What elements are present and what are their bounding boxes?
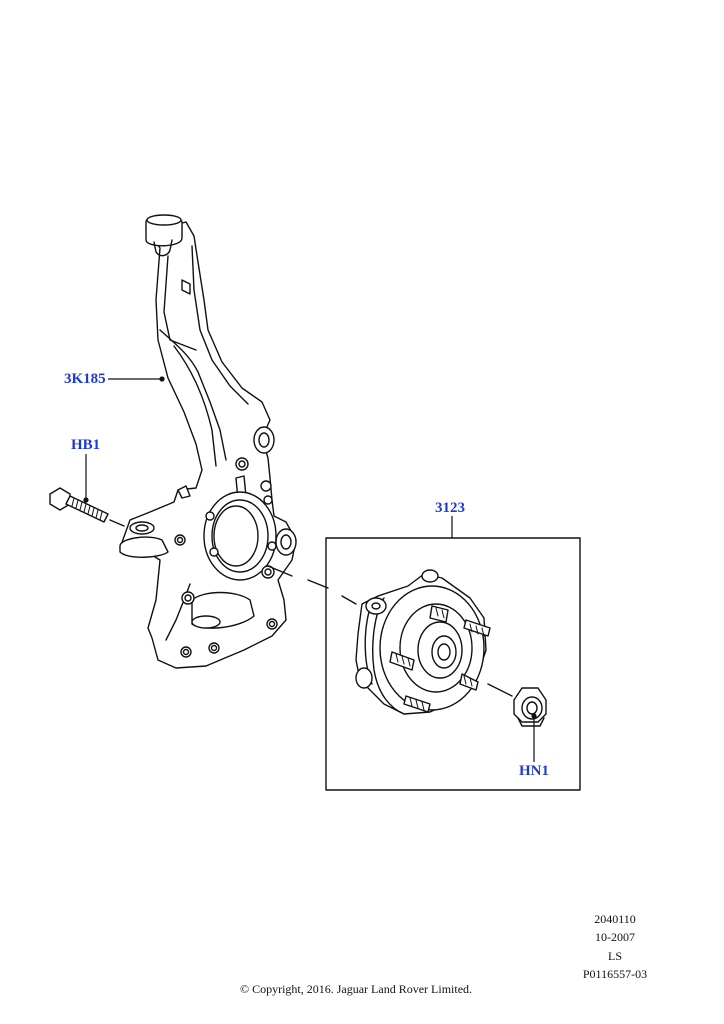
- leader-dots: [83, 376, 537, 719]
- assembly-axis-lines: [109, 519, 513, 697]
- illustration-number: P0116557-03: [582, 967, 648, 981]
- leader-lines: [85, 378, 535, 762]
- diagram-ref-number: 2040110: [594, 912, 636, 926]
- wheel-hub-bearing: [355, 569, 491, 715]
- callout-bolt[interactable]: HB1: [71, 437, 101, 453]
- callout-nut[interactable]: HN1: [519, 763, 549, 779]
- callout-knuckle[interactable]: 3K185: [64, 371, 106, 387]
- diagram-date: 10-2007: [595, 930, 635, 944]
- callout-hub-kit[interactable]: 3123: [435, 500, 465, 516]
- hub-nut: [513, 687, 547, 727]
- diagram-code: LS: [607, 949, 622, 963]
- steering-knuckle: [119, 214, 297, 669]
- copyright-notice: © Copyright, 2016. Jaguar Land Rover Lim…: [239, 982, 473, 996]
- hub-bolt: [49, 487, 109, 523]
- hub-kit-frame: [325, 537, 581, 791]
